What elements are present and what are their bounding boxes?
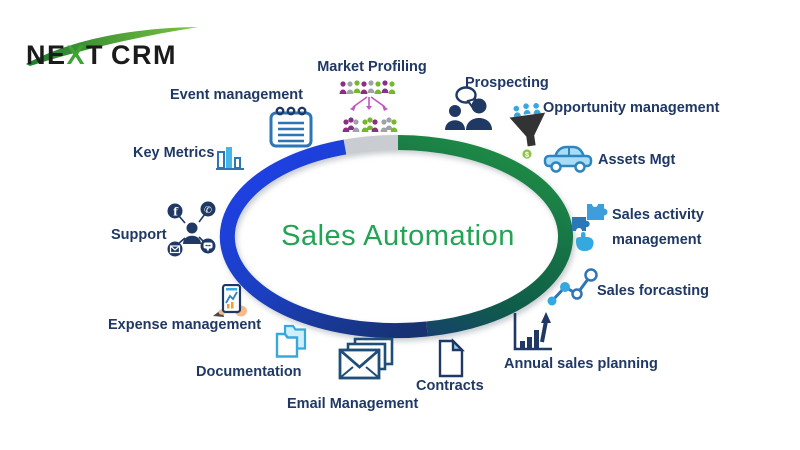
folders-icon [275,324,307,358]
ring-gray-segment [343,134,399,155]
svg-text:f: f [173,206,179,219]
label-sales-forcasting: Sales forcasting [597,283,710,299]
ring-blue-arc [219,139,428,339]
pointer-hand-icon [575,232,594,251]
calendar-notepad-icon [269,106,313,148]
page-title: Sales Automation [281,220,515,252]
label-prospecting: Prospecting [465,75,549,91]
svg-text:✆: ✆ [204,205,212,216]
network-arrows [352,96,386,108]
people-chat-icon [445,86,492,130]
facebook-badge-icon [167,203,183,219]
label-sales-activity-line1: Sales activity [612,207,704,223]
label-expense-management: Expense management [108,317,262,333]
document-icon [438,338,465,378]
label-contracts: Contracts [416,378,484,394]
label-opportunity-management: Opportunity management [543,100,720,116]
label-sales-activity: Sales activity management [612,203,704,253]
bar-chart-icon [216,147,244,170]
support-channels-icon: f ✆ [167,201,216,257]
svg-text:$: $ [525,150,530,159]
label-email-management: Email Management [287,396,419,412]
label-assets-mgt: Assets Mgt [598,152,676,168]
label-documentation: Documentation [196,364,302,380]
car-icon [543,145,593,173]
sales-funnel-icon: $ [509,103,546,160]
phone-badge-icon [200,201,216,217]
email-badge-icon [167,241,183,257]
envelopes-icon [338,337,394,380]
people-network-icon [339,80,398,132]
growth-chart-icon [513,312,552,351]
label-market-profiling: Market Profiling [317,59,427,75]
label-annual-sales-planning: Annual sales planning [504,356,658,372]
label-key-metrics: Key Metrics [133,145,215,161]
label-support: Support [111,227,167,243]
hand-tablet-icon [213,284,247,317]
trend-dots-icon [547,268,598,306]
puzzle-hand-icon [572,202,608,251]
label-sales-activity-line2: management [612,232,702,248]
label-event-management: Event management [170,87,303,103]
ring-green-arc [397,135,574,337]
